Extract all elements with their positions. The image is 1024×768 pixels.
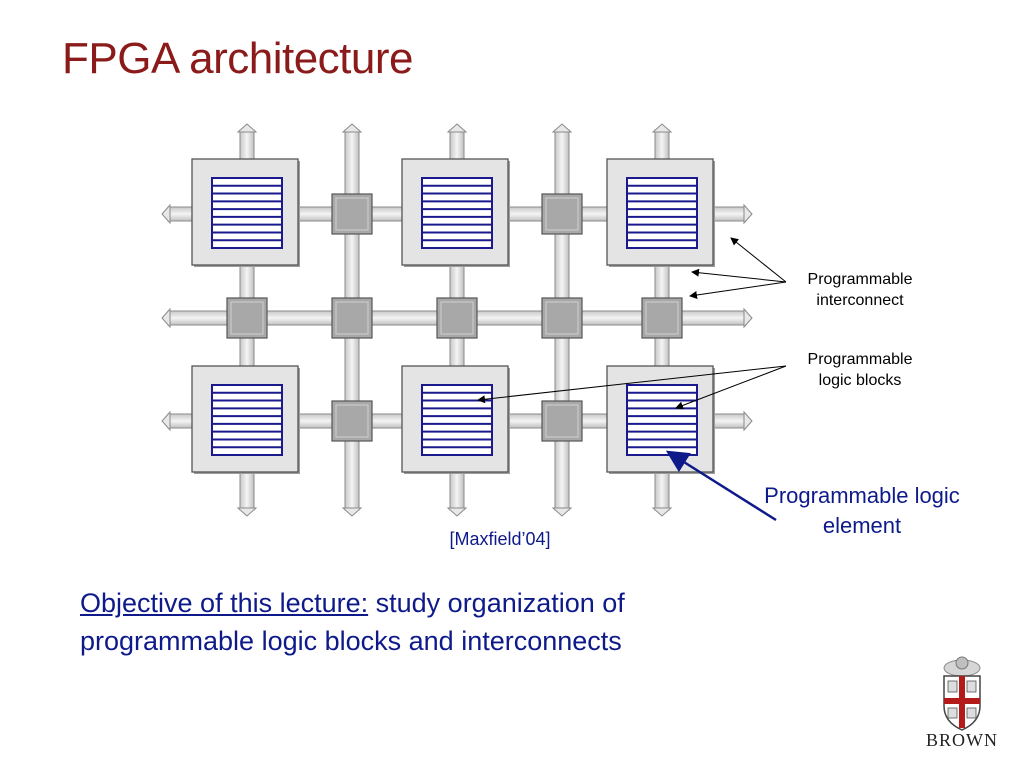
objective-lead: Objective of this lecture:	[80, 588, 369, 618]
switch-box-r2-c4	[541, 297, 583, 339]
logic-element-grid-r2-c3	[626, 384, 698, 456]
logic-blocks	[191, 158, 715, 474]
slide-title: FPGA architecture	[62, 34, 413, 83]
callout-interconnect-1	[730, 237, 787, 283]
switch-box-inner-r2-c4	[545, 301, 579, 335]
objective-text: study organization of programmable logic…	[80, 588, 625, 656]
lecture-objective: Objective of this lecture: study organiz…	[80, 584, 800, 660]
switch-box-inner-r1-c4	[545, 197, 579, 231]
switch-box-inner-r3-c4	[545, 404, 579, 438]
switch-box-r3-c2	[331, 400, 373, 442]
switch-box-r2-c2	[331, 297, 373, 339]
channel-arrow-bottom-1	[236, 507, 258, 517]
switch-box-inner-r1-c2	[335, 197, 369, 231]
logic-element-grid-r2-c2	[421, 384, 493, 456]
label-programmable-logic-element: Programmable logic element	[742, 481, 982, 541]
callout-arrows	[477, 237, 787, 522]
callout-logic-blocks-2	[675, 365, 787, 410]
label-blocks-line2: logic blocks	[818, 372, 902, 389]
logic-element-grid-r1-c2	[421, 177, 493, 249]
label-blocks-line1: Programmable	[807, 351, 913, 368]
channel-arrow-left-1	[161, 203, 171, 225]
channel-arrow-left-3	[161, 410, 171, 432]
switch-box-r1-c4	[541, 193, 583, 235]
channel-arrow-top-3	[446, 123, 468, 133]
channel-arrow-bottom-5	[651, 507, 673, 517]
channel-arrow-right-1	[743, 203, 753, 225]
channel-arrow-left-2	[161, 307, 171, 329]
channel-arrow-top-1	[236, 123, 258, 133]
label-programmable-interconnect: Programmable interconnect	[783, 269, 937, 311]
logic-element-grid-r1-c3	[626, 177, 698, 249]
label-element-line2: element	[822, 513, 902, 538]
callout-logic-blocks-1	[477, 365, 787, 404]
citation: [Maxfield’04]	[449, 529, 551, 549]
channel-arrow-bottom-2	[341, 507, 363, 517]
switch-boxes	[226, 193, 683, 442]
channel-arrow-right-3	[743, 410, 753, 432]
channel-arrow-top-4	[551, 123, 573, 133]
switch-box-r1-c2	[331, 193, 373, 235]
switch-box-r2-c1	[226, 297, 268, 339]
callout-interconnect-3	[689, 281, 787, 299]
channel-arrow-top-5	[651, 123, 673, 133]
switch-box-inner-r2-c2	[335, 301, 369, 335]
switch-box-inner-r3-c2	[335, 404, 369, 438]
channel-arrow-top-2	[341, 123, 363, 133]
logic-element-grid-r2-c1	[211, 384, 283, 456]
label-interconnect-line2: interconnect	[816, 292, 904, 309]
label-element-line1: Programmable logic	[764, 483, 960, 508]
callout-interconnect-2	[691, 268, 787, 283]
switch-box-inner-r2-c1	[230, 301, 264, 335]
channel-arrow-right-2	[743, 307, 753, 329]
callout-logic-element	[665, 450, 777, 522]
switch-box-inner-r2-c5	[645, 301, 679, 335]
logo-wordmark: BROWN	[926, 730, 998, 750]
channel-arrow-bottom-4	[551, 507, 573, 517]
switch-box-r2-c5	[641, 297, 683, 339]
label-programmable-logic-blocks: Programmable logic blocks	[783, 349, 937, 391]
switch-box-r3-c4	[541, 400, 583, 442]
brown-university-crest-icon	[943, 656, 981, 731]
switch-box-r2-c3	[436, 297, 478, 339]
channel-arrow-bottom-3	[446, 507, 468, 517]
switch-box-inner-r2-c3	[440, 301, 474, 335]
logic-element-grid-r1-c1	[211, 177, 283, 249]
label-interconnect-line1: Programmable	[807, 271, 913, 288]
